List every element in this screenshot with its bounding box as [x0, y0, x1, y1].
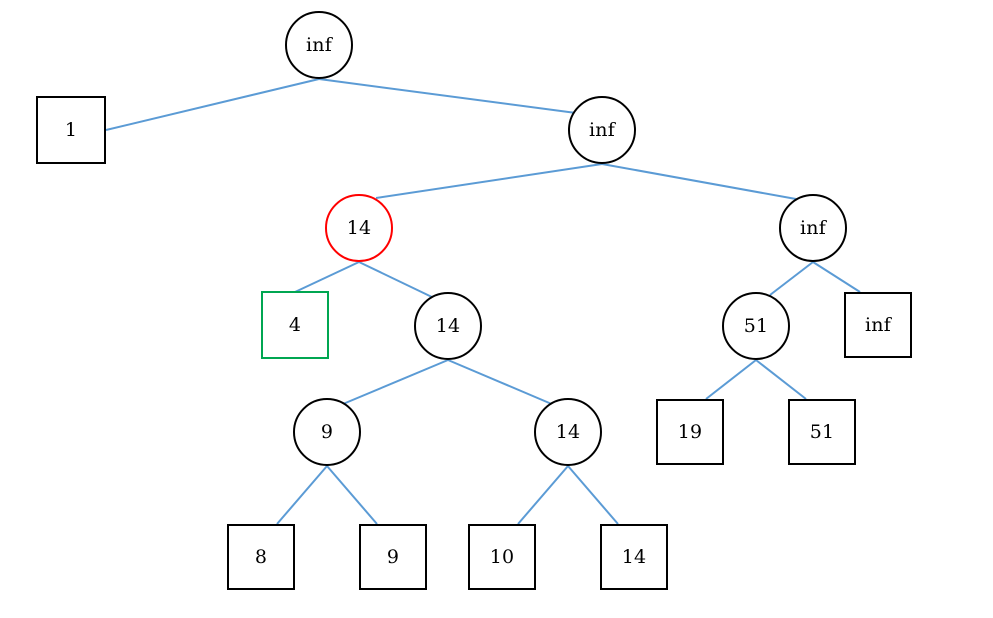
tree-node-51-circle[interactable]: 51 [722, 292, 790, 360]
tree-edge [517, 465, 569, 525]
tree-node-9-circle[interactable]: 9 [293, 398, 361, 466]
tree-edge [318, 78, 577, 114]
tree-node-label: inf [306, 33, 332, 56]
tree-edge [567, 465, 619, 525]
tree-edge [705, 359, 757, 400]
tree-edge [276, 465, 328, 525]
tree-edge [769, 261, 814, 296]
tree-node-14-circle[interactable]: 14 [325, 194, 393, 262]
tree-edge [326, 465, 378, 525]
tree-edge [105, 78, 320, 131]
tree-node-inf-box[interactable]: inf [844, 292, 912, 358]
tree-node-51-box[interactable]: 51 [788, 399, 856, 465]
tree-node-4-box[interactable]: 4 [261, 291, 329, 359]
tree-node-label: 9 [320, 420, 334, 443]
tree-node-label: 51 [809, 420, 835, 443]
tree-node-label: 14 [555, 420, 581, 443]
tree-edge [294, 261, 360, 293]
tree-node-label: 8 [254, 545, 268, 568]
tree-edge [755, 359, 807, 400]
tree-node-label: inf [865, 313, 891, 336]
tree-edge [375, 163, 603, 199]
tree-edge [342, 359, 449, 405]
tree-node-label: 14 [435, 314, 461, 337]
tree-node-14-circle[interactable]: 14 [414, 292, 482, 360]
tree-node-label: 51 [743, 314, 769, 337]
tree-node-inf-circle[interactable]: inf [285, 11, 353, 79]
tree-node-label: 10 [489, 545, 515, 568]
tree-node-1-box[interactable]: 1 [36, 96, 106, 164]
tree-edge [447, 359, 555, 406]
tree-node-9-box[interactable]: 9 [359, 524, 427, 590]
tree-node-label: inf [800, 216, 826, 239]
tree-node-10-box[interactable]: 10 [468, 524, 536, 590]
tree-node-label: 19 [677, 420, 703, 443]
tree-node-8-box[interactable]: 8 [227, 524, 295, 590]
tree-node-label: 1 [64, 118, 78, 141]
tree-node-label: 4 [288, 313, 302, 336]
tree-node-14-circle[interactable]: 14 [534, 398, 602, 466]
tree-node-19-box[interactable]: 19 [656, 399, 724, 465]
tree-node-14-box[interactable]: 14 [600, 524, 668, 590]
tree-node-label: inf [589, 118, 615, 141]
tree-edge [601, 163, 797, 200]
tree-edge [358, 261, 435, 299]
tree-node-label: 14 [621, 545, 647, 568]
tree-edge [812, 261, 861, 293]
tree-node-label: 9 [386, 545, 400, 568]
tree-node-label: 14 [346, 216, 372, 239]
tree-node-inf-circle[interactable]: inf [568, 96, 636, 164]
tree-node-inf-circle[interactable]: inf [779, 194, 847, 262]
